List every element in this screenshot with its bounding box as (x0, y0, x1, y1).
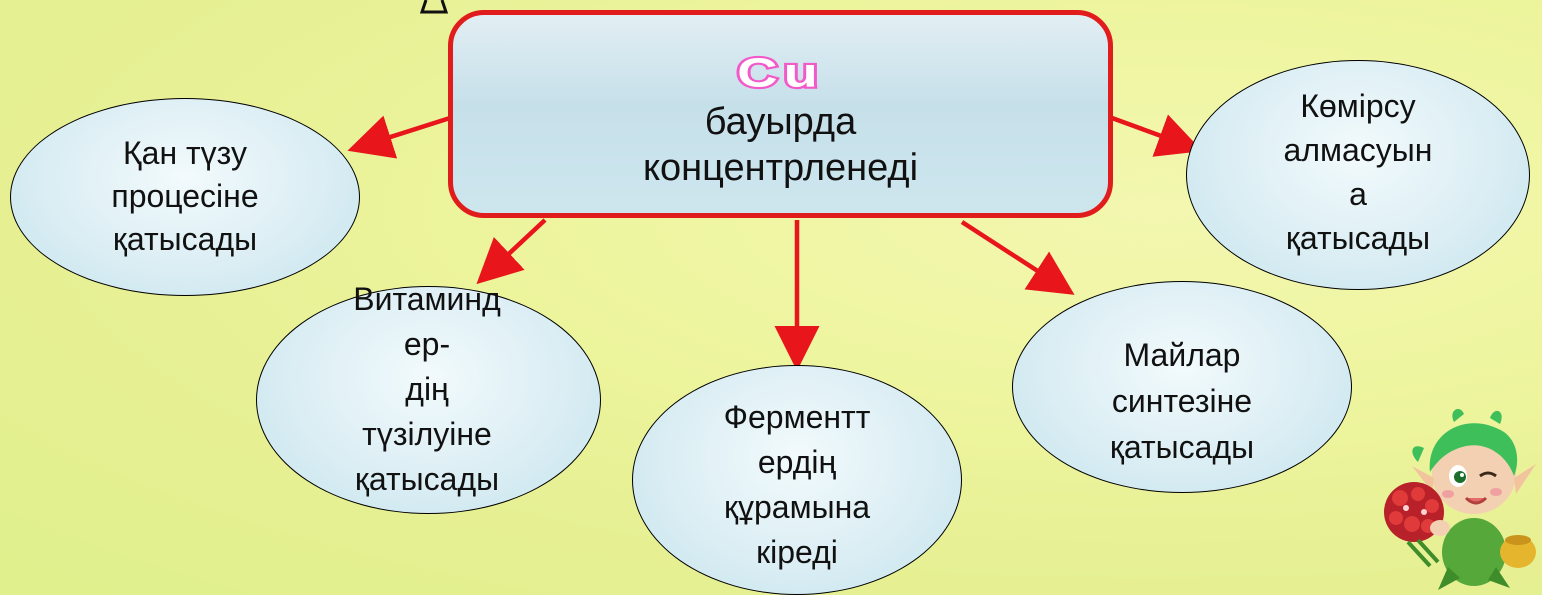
node-fats-label: Майлар синтезіне қатысады (1037, 332, 1327, 470)
center-box: Cu бауырда концентрленеді (448, 10, 1113, 218)
node-enzymes-label: Ферментт ердің құрамына кіреді (652, 395, 942, 575)
center-text: бауырда концентрленеді (453, 99, 1108, 191)
label-line: қатысады (1109, 429, 1255, 465)
label-line: қатысады (112, 221, 258, 257)
label-line: синтезіне (1111, 383, 1253, 419)
label-line: Витаминд (353, 281, 501, 317)
arrow-to-blood (347, 115, 451, 159)
node-fats (1012, 281, 1352, 493)
label-line: Көмірсу (1300, 88, 1416, 124)
arrow-to-fats (960, 220, 1075, 295)
label-line: алмасуын (1283, 132, 1433, 168)
node-carbs-label: Көмірсу алмасуын а қатысады (1213, 84, 1503, 260)
element-symbol: Cu (734, 49, 824, 96)
node-carbs (1186, 60, 1530, 290)
label-line: Майлар (1123, 337, 1241, 373)
label-line: а (1349, 176, 1367, 212)
label-line: кіреді (756, 534, 838, 570)
arrow-to-vitamins (476, 218, 547, 285)
label-line: Қан түзу (123, 135, 247, 171)
label-line: ер- (403, 326, 451, 362)
label-line: процесіне (111, 178, 259, 214)
node-blood-label: Қан түзу процесіне қатысады (40, 132, 330, 261)
label-line: қатысады (354, 461, 500, 497)
label-line: дің (405, 371, 449, 407)
node-enzymes (632, 365, 962, 595)
gnome-mascot-image (1384, 408, 1536, 590)
label-line: қатысады (1285, 220, 1431, 256)
label-line: ердің (757, 444, 837, 480)
node-vitamins-label: Витаминд ер- дің түзілуіне қатысады (282, 277, 572, 502)
center-line: концентрленеді (642, 147, 919, 189)
node-vitamins (256, 286, 601, 514)
arrow-to-carbs (1111, 114, 1203, 157)
node-blood (10, 98, 360, 296)
label-line: құрамына (723, 489, 871, 525)
center-line: бауырда (704, 101, 857, 143)
top-cut-glyph (419, 0, 449, 14)
label-line: түзілуіне (362, 416, 492, 452)
label-line: Ферментт (723, 399, 871, 435)
